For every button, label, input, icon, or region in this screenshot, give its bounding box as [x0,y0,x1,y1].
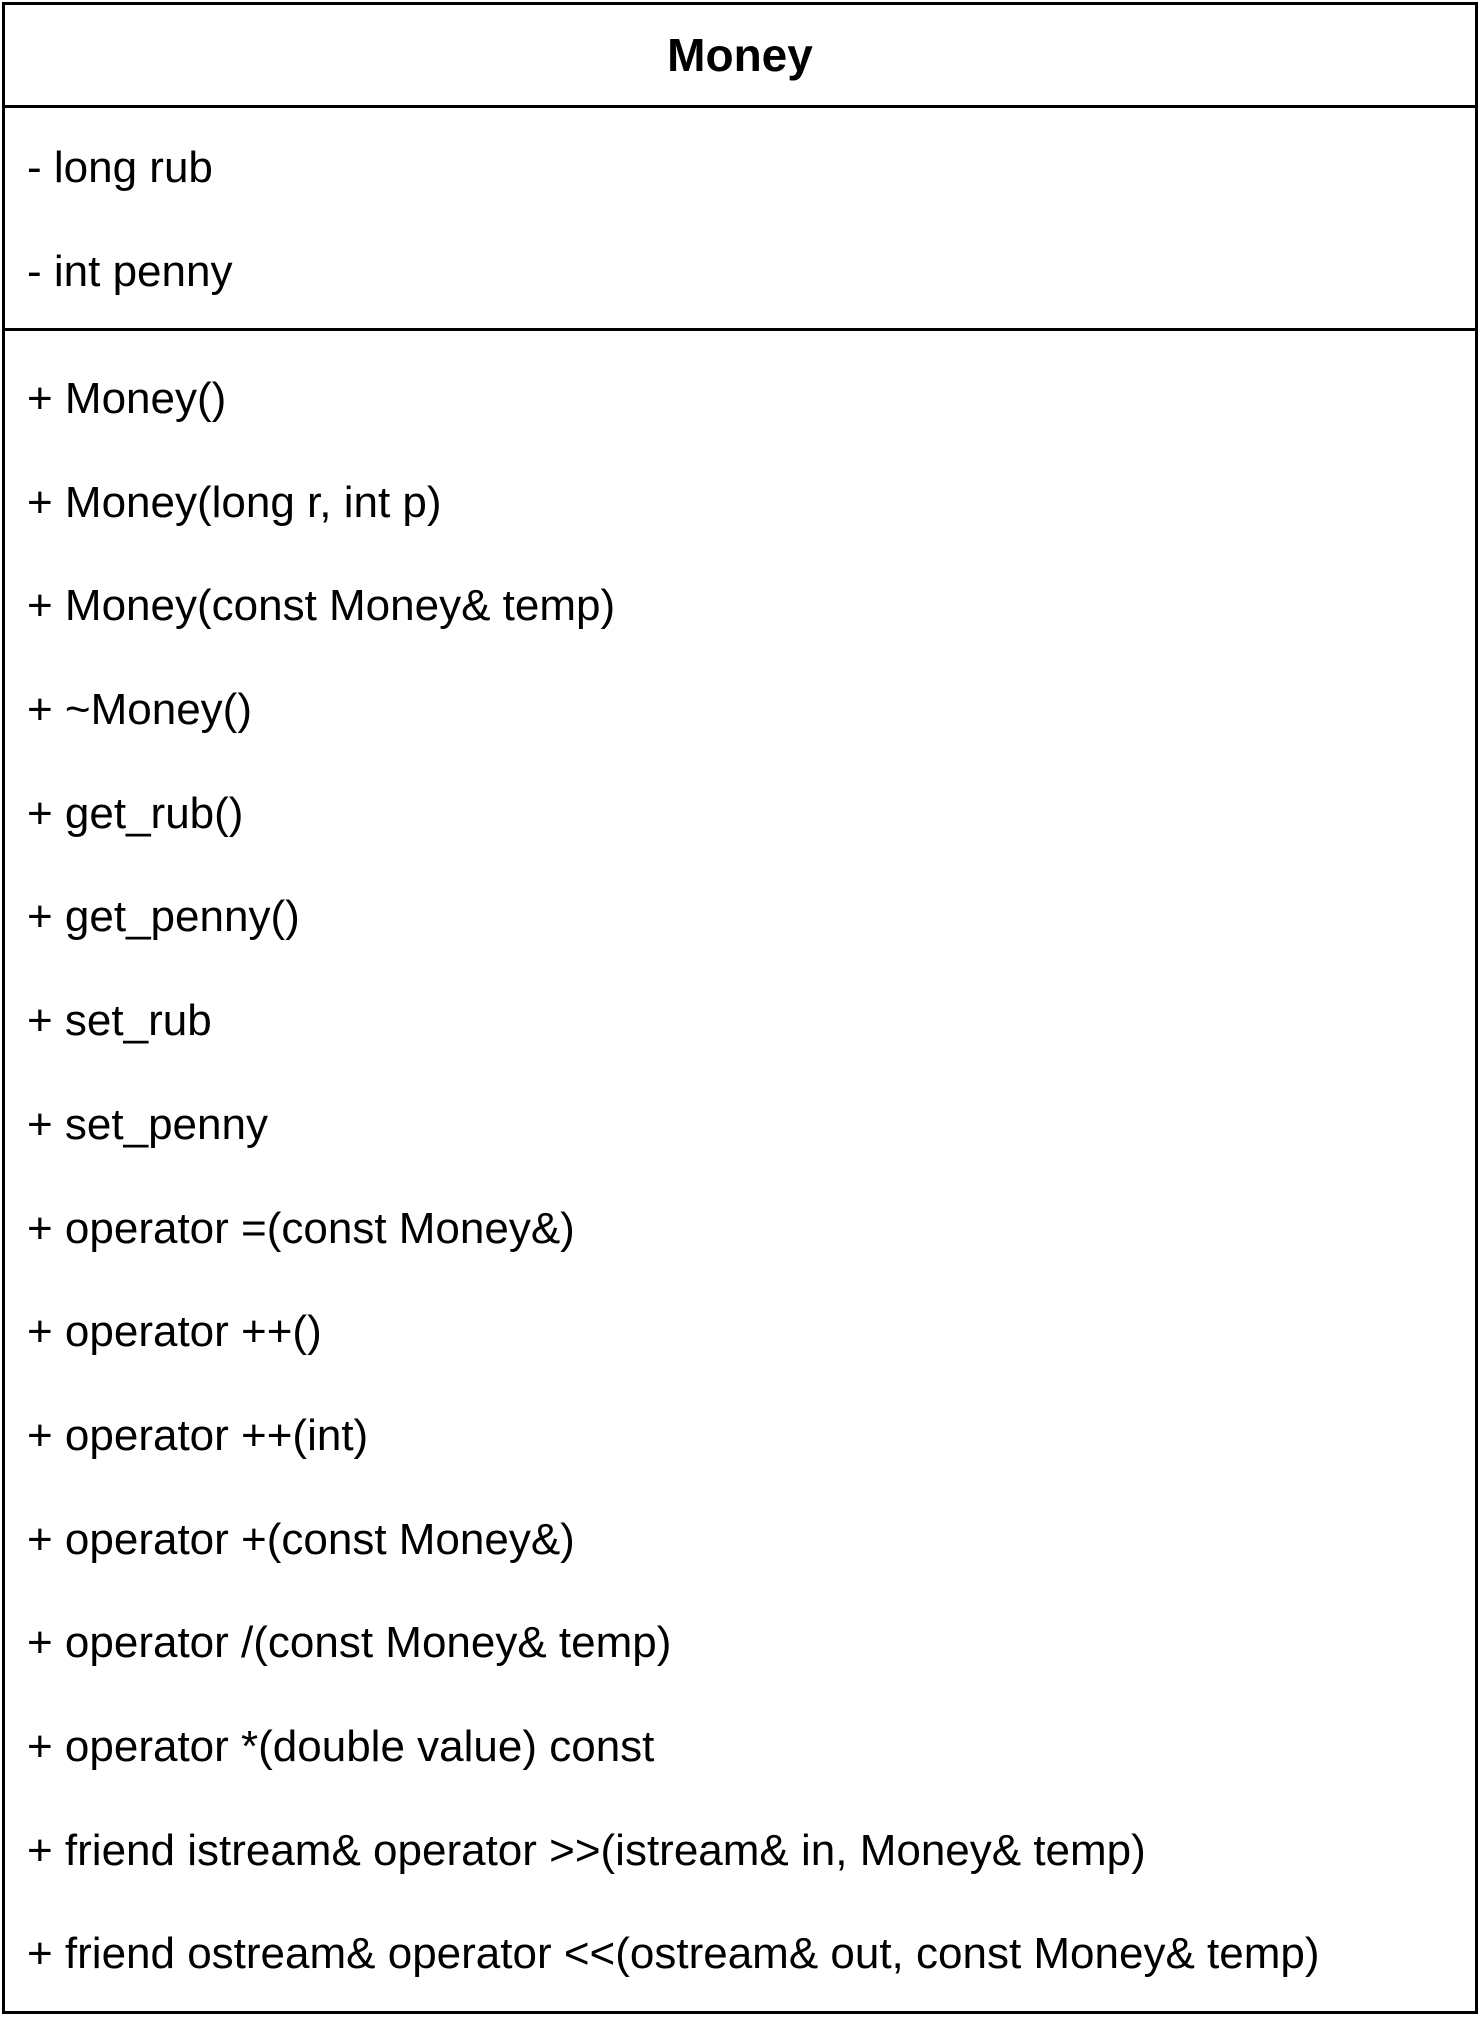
operation-prefix-increment: + operator ++() [27,1307,322,1357]
operation-stream-input: + friend istream& operator >>(istream& i… [27,1825,1146,1875]
operation-multiply: + operator *(double value) const [27,1721,655,1771]
operation-param-constructor: + Money(long r, int p) [27,477,442,527]
class-name: Money [5,5,1475,108]
operations-compartment: + Money() + Money(long r, int p) + Money… [5,331,1475,2006]
operation-set-penny: + set_penny [27,1099,268,1149]
attributes-compartment: - long rub - int penny [5,108,1475,331]
operation-copy-constructor: + Money(const Money& temp) [27,581,616,631]
operation-stream-output: + friend ostream& operator <<(ostream& o… [27,1929,1320,1979]
operation-set-rub: + set_rub [27,996,212,1046]
operation-get-rub: + get_rub() [27,788,244,838]
operation-default-constructor: + Money() [27,374,227,423]
attribute-rub: - long rub [27,143,213,192]
operation-plus: + operator +(const Money&) [27,1514,575,1564]
attribute-penny: - int penny [27,246,233,296]
operation-postfix-increment: + operator ++(int) [27,1410,369,1460]
operation-get-penny: + get_penny() [27,892,300,942]
operation-divide: + operator /(const Money& temp) [27,1618,672,1668]
operation-destructor: + ~Money() [27,685,252,735]
operation-assign: + operator =(const Money&) [27,1203,575,1253]
